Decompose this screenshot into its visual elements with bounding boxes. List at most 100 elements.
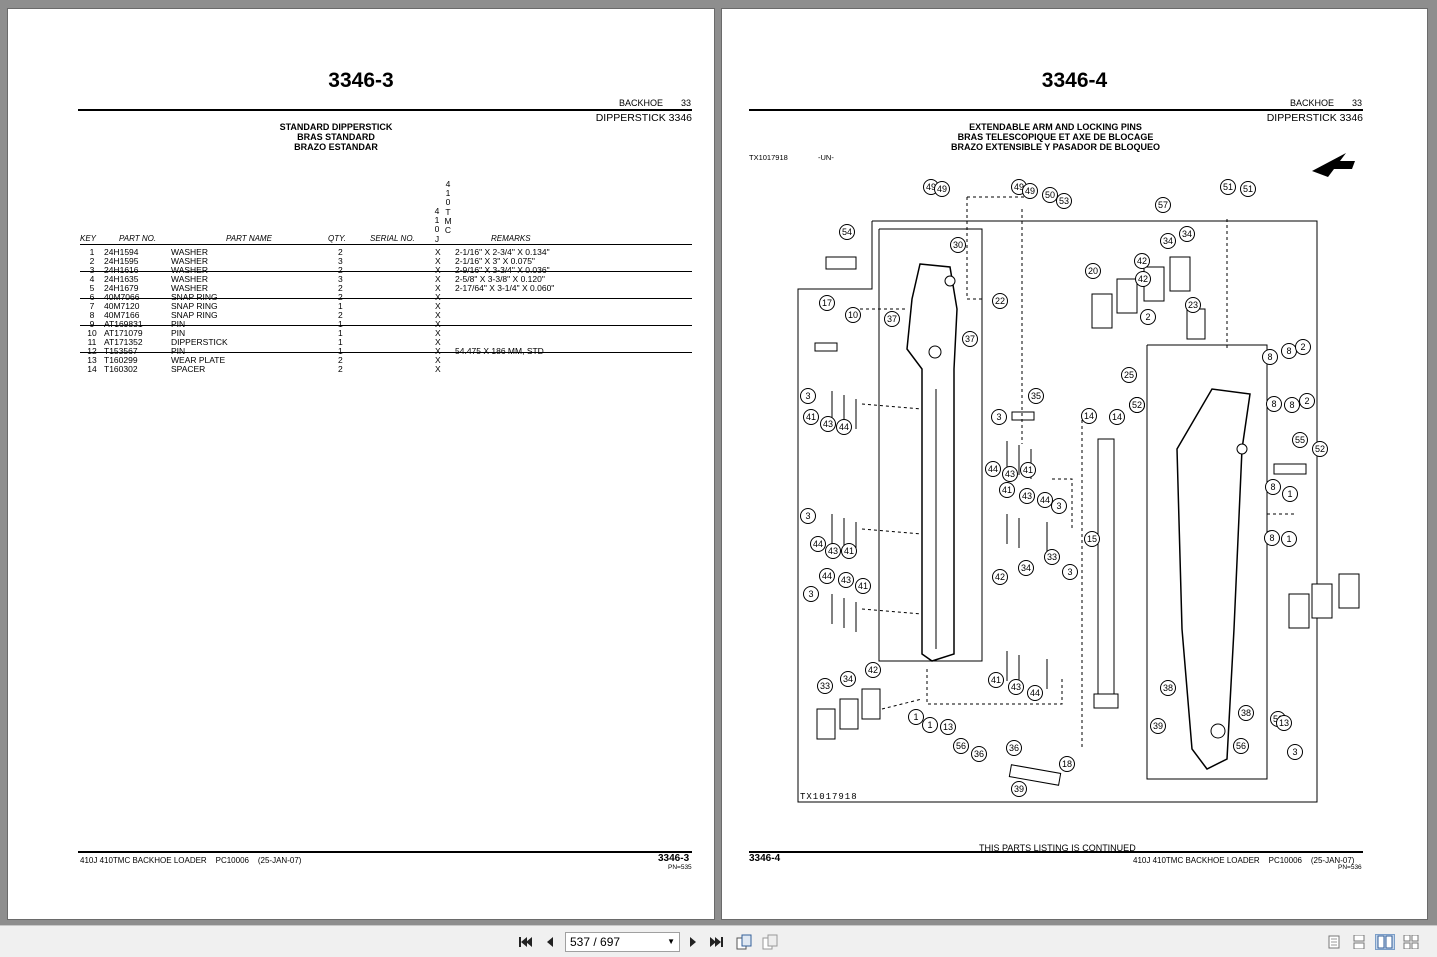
- two-page-continuous-view-button[interactable]: [1403, 934, 1419, 950]
- first-page-button[interactable]: [517, 934, 533, 950]
- cell-key: 8: [89, 310, 95, 320]
- footer-info: 410J 410TMC BACKHOE LOADER PC10006 (25-J…: [80, 856, 302, 865]
- cell-remarks: 2-1/16" X 3" X 0.075": [455, 256, 535, 266]
- callout-bubble: [922, 717, 938, 733]
- cell-part: 24H1595: [104, 256, 139, 266]
- cell-qty: 1: [338, 301, 343, 311]
- last-page-button[interactable]: [709, 934, 725, 950]
- chevron-down-icon[interactable]: ▼: [667, 937, 675, 946]
- callout-bubble: [1179, 226, 1195, 242]
- group-label: DIPPERSTICK 3346: [1266, 112, 1363, 124]
- section-number: 33: [681, 98, 692, 108]
- callout-label: 15: [1087, 534, 1097, 544]
- callout-label: 3: [1292, 747, 1297, 757]
- callout-bubble: [1292, 432, 1308, 448]
- callout-bubble: [1081, 408, 1097, 424]
- cell-key: 9: [89, 319, 95, 329]
- fit-width-button[interactable]: [762, 934, 778, 950]
- subtitle-fr: BRAS TELESCOPIQUE ET AXE DE BLOCAGE: [957, 132, 1154, 142]
- callout-label: 51: [1223, 182, 1233, 192]
- callout-bubble: [992, 569, 1008, 585]
- callout-label: 52: [1132, 400, 1142, 410]
- cell-part: 40M7066: [104, 292, 140, 302]
- callout-bubble: [1238, 705, 1254, 721]
- subtitle-es: BRAZO EXTENSIBLE Y PASADOR DE BLOQUEO: [950, 142, 1161, 152]
- callout-bubble: [1121, 367, 1137, 383]
- callout-bubble: [1220, 179, 1236, 195]
- cell-part: AT171079: [104, 328, 143, 338]
- subtitle-fr: BRAS STANDARD: [297, 132, 375, 142]
- callout-bubble: [1008, 679, 1024, 695]
- previous-page-button[interactable]: [542, 934, 558, 950]
- callout-label: 34: [1163, 236, 1173, 246]
- cell-part: T160299: [104, 355, 138, 365]
- callout-bubble: [1160, 680, 1176, 696]
- cell-part: AT171352: [104, 337, 143, 347]
- cell-part: T153567: [104, 346, 138, 356]
- direction-arrow-icon: [1312, 153, 1355, 177]
- cell-x: X: [435, 283, 441, 293]
- cell-qty: 2: [338, 310, 343, 320]
- cell-name: DIPPERSTICK: [171, 337, 228, 347]
- cell-x: X: [435, 247, 441, 257]
- cell-name: SNAP RING: [171, 292, 218, 302]
- figure-tag: -UN-: [818, 153, 834, 162]
- single-page-view-button[interactable]: [1326, 934, 1342, 950]
- callout-bubble: [1044, 549, 1060, 565]
- cell-qty: 2: [338, 355, 343, 365]
- cell-x: X: [435, 346, 441, 356]
- callout-label: 51: [1243, 184, 1253, 194]
- callout-bubble: [1140, 309, 1156, 325]
- callout-bubble: [934, 181, 950, 197]
- cell-part: T160302: [104, 364, 138, 374]
- callout-label: 41: [991, 675, 1001, 685]
- callout-label: 1: [1286, 534, 1291, 544]
- callout-bubble: [1160, 233, 1176, 249]
- callout-label: 8: [1267, 352, 1272, 362]
- cell-part: 24H1594: [104, 247, 139, 257]
- callout-bubble: [1022, 183, 1038, 199]
- page-number-input[interactable]: 537 / 697 ▼: [565, 932, 680, 952]
- callout-bubble: [838, 572, 854, 588]
- callout-bubble: [1056, 193, 1072, 209]
- fit-width-icon: [762, 934, 778, 950]
- callout-bubble: [988, 672, 1004, 688]
- callout-bubble: [1002, 466, 1018, 482]
- footer-page-number: 3346-4: [749, 853, 781, 864]
- subtitle-en: STANDARD DIPPERSTICK: [279, 122, 393, 132]
- single-page-icon: [1328, 935, 1340, 949]
- next-page-button[interactable]: [685, 934, 701, 950]
- fit-page-button[interactable]: [736, 934, 752, 950]
- figure-id: TX1017918: [749, 153, 788, 162]
- callout-bubble: [1020, 462, 1036, 478]
- callout-bubble: [840, 671, 856, 687]
- header-rule: [749, 109, 1363, 111]
- callout-label: 3: [805, 391, 810, 401]
- callout-label: 55: [1295, 435, 1305, 445]
- callout-label: 41: [1023, 465, 1033, 475]
- callout-bubble: [1287, 744, 1303, 760]
- continuous-view-button[interactable]: [1351, 934, 1367, 950]
- cell-name: WASHER: [171, 274, 208, 284]
- cell-qty: 2: [338, 364, 343, 374]
- callout-bubble: [1134, 253, 1150, 269]
- subtitle-block: EXTENDABLE ARM AND LOCKING PINS BRAS TEL…: [703, 122, 1408, 152]
- continuous-page-icon: [1353, 935, 1365, 949]
- header-rule: [78, 109, 692, 111]
- callout-label: 36: [1009, 743, 1019, 753]
- callout-label: 14: [1084, 411, 1094, 421]
- callout-label: 2: [1300, 342, 1305, 352]
- two-page-view-button[interactable]: [1375, 934, 1395, 950]
- cell-part: 24H1616: [104, 265, 139, 275]
- callout-bubble: [800, 508, 816, 524]
- cell-qty: 1: [338, 319, 343, 329]
- subtitle-block: STANDARD DIPPERSTICK BRAS STANDARD BRAZO…: [0, 122, 689, 152]
- callout-label: 13: [1279, 718, 1289, 728]
- cell-key: 1: [89, 247, 95, 257]
- callout-bubble: [819, 568, 835, 584]
- cell-qty: 3: [338, 256, 343, 266]
